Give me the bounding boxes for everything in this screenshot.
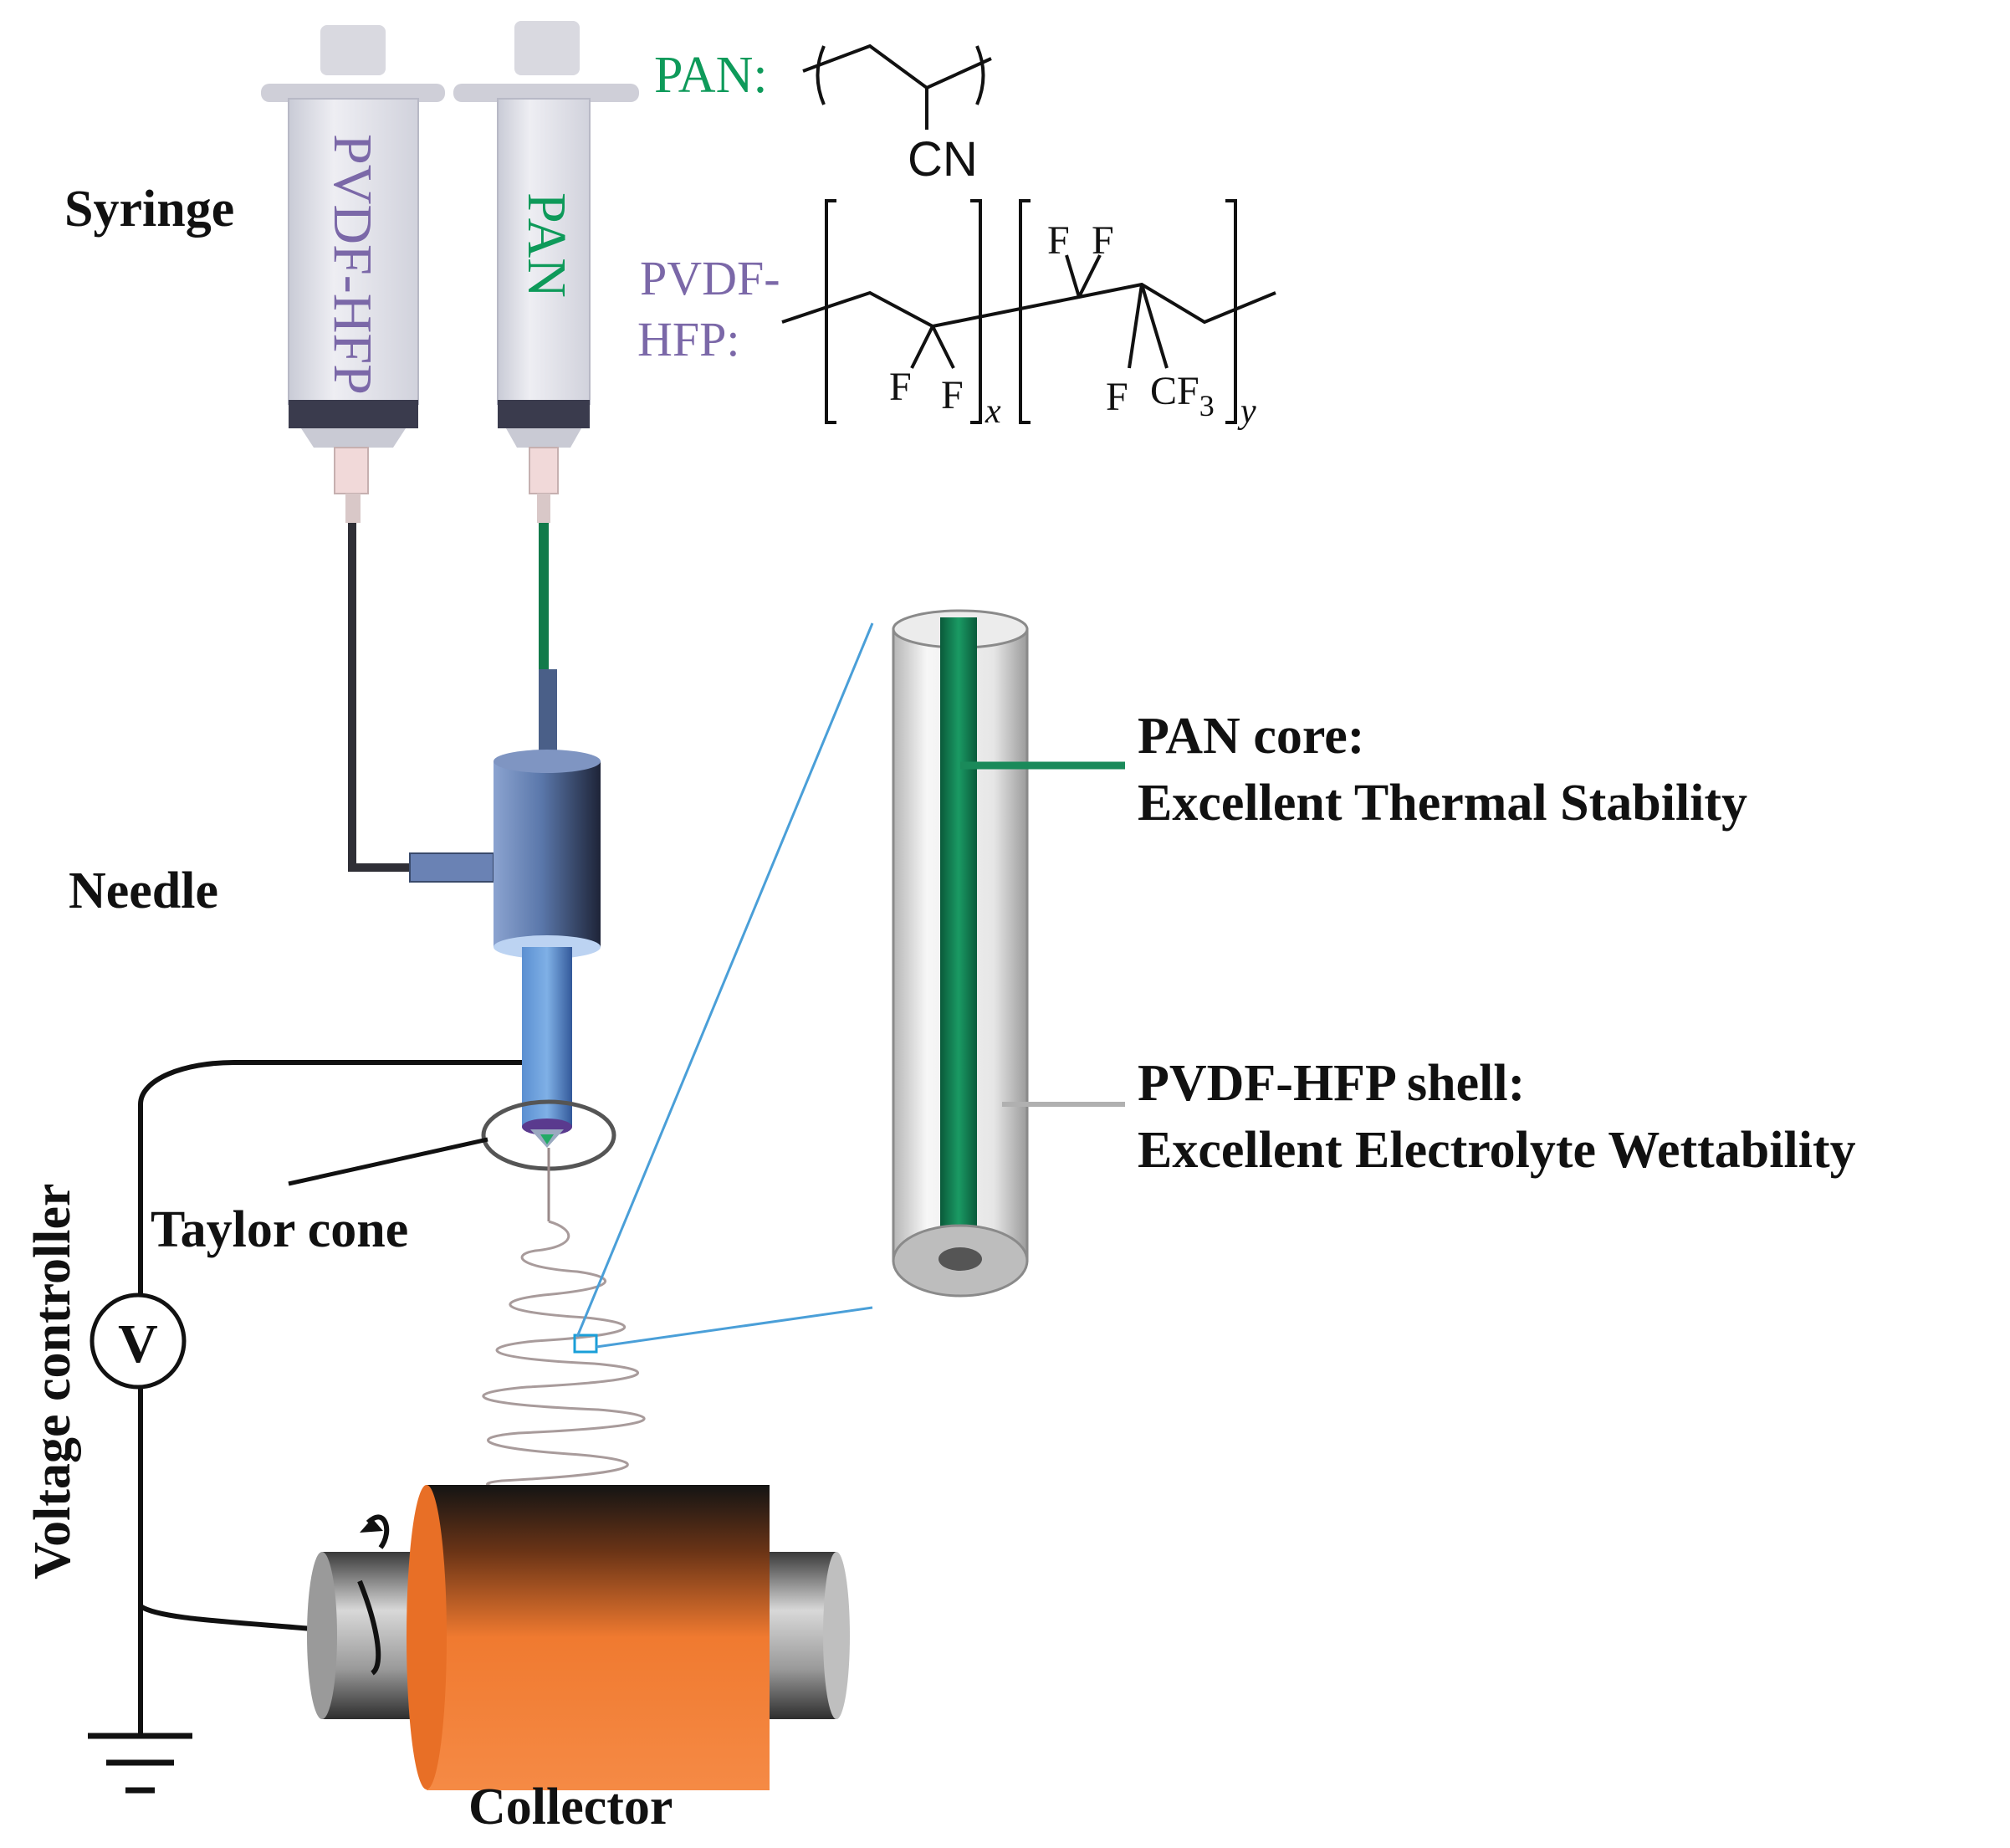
voltmeter: V xyxy=(90,1293,187,1390)
core-shell-fiber xyxy=(892,609,1125,1298)
fiber-whipping-spiral xyxy=(482,1220,646,1491)
pan-formula-prefix: PAN: xyxy=(654,47,768,104)
syringe-pan-label: PAN xyxy=(516,192,577,298)
core-description: Excellent Thermal Stability xyxy=(1138,775,1747,832)
voltage-circuit xyxy=(88,1060,522,1794)
pvdf-hfp-structure: PVDF- HFP: F F F F F CF3 x y xyxy=(637,199,1276,431)
pvdf-formula-prefix-2: HFP: xyxy=(637,312,740,366)
voltmeter-symbol: V xyxy=(118,1313,158,1374)
syringe-label: Syringe xyxy=(64,181,234,238)
cf3-group: CF3 xyxy=(1150,369,1215,422)
shell-title: PVDF-HFP shell: xyxy=(1138,1055,1525,1112)
pan-structure: PAN: CN xyxy=(654,44,992,187)
syringe-pvdf-hfp: PVDF-HFP xyxy=(261,25,445,523)
taylor-cone-pointer xyxy=(288,1137,488,1186)
pan-nitrile-group: CN xyxy=(908,132,978,187)
subscript-x: x xyxy=(985,392,1001,431)
pvdf-tube xyxy=(348,523,410,872)
core-title: PAN core: xyxy=(1138,708,1364,765)
zoom-line-top xyxy=(575,622,874,1338)
zoom-source-box xyxy=(573,1334,598,1354)
subscript-y: y xyxy=(1237,392,1256,431)
zoom-line-bottom xyxy=(596,1306,873,1349)
collector-drum xyxy=(307,1485,850,1790)
collector-label: Collector xyxy=(468,1779,673,1835)
needle-label: Needle xyxy=(69,863,218,919)
fluorine-1: F xyxy=(889,365,912,409)
syringe-pvdf-label: PVDF-HFP xyxy=(322,134,383,395)
taylor-cone-label: Taylor cone xyxy=(151,1201,408,1258)
fluorine-5: F xyxy=(1106,375,1128,419)
voltage-controller-label: Voltage controller xyxy=(24,1183,81,1579)
fluorine-4: F xyxy=(1092,218,1114,263)
coaxial-needle xyxy=(409,669,601,1148)
pvdf-formula-prefix-1: PVDF- xyxy=(640,251,780,305)
fluorine-3: F xyxy=(1047,218,1070,263)
shell-description: Excellent Electrolyte Wettability xyxy=(1138,1122,1856,1179)
fluorine-2: F xyxy=(941,373,964,417)
syringe-pan: PAN xyxy=(453,21,639,523)
